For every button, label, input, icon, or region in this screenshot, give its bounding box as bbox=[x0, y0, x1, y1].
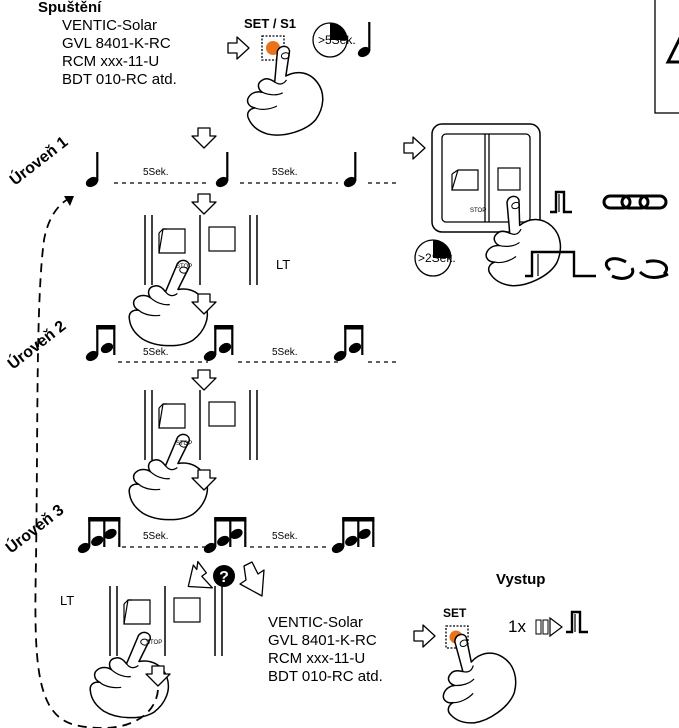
warning-box bbox=[654, 0, 679, 114]
musical-note-icon bbox=[214, 152, 230, 190]
start-title: Spuštění bbox=[38, 0, 102, 16]
timer-pie-icon bbox=[312, 22, 348, 58]
musical-note-icon bbox=[342, 152, 358, 190]
musical-note-icon bbox=[202, 325, 234, 364]
exit-device-list: VENTIC-Solar GVL 8401-K-RC RCM xxx-11-U … bbox=[268, 614, 383, 686]
stop-label: STOP bbox=[176, 264, 193, 270]
right-branch-arrow-icon bbox=[239, 561, 265, 597]
pause-label: 5Sek. bbox=[143, 531, 169, 542]
device-name: VENTIC-Solar bbox=[268, 614, 364, 631]
musical-note-icon bbox=[84, 325, 116, 364]
chain-linked-icon bbox=[602, 194, 668, 210]
left-branch-arrow-icon bbox=[187, 560, 213, 589]
svg-text:?: ? bbox=[219, 569, 229, 586]
device-name: RCM xxx-11-U bbox=[268, 650, 366, 667]
chain-broken-icon bbox=[604, 257, 669, 280]
times-label: 1x bbox=[508, 617, 526, 636]
musical-note-icon bbox=[76, 517, 121, 556]
down-arrow-icon bbox=[191, 127, 217, 149]
device-panel[interactable] bbox=[431, 123, 541, 233]
hold-time-label: >5Sek. bbox=[318, 33, 356, 47]
set-s1-label: SET / S1 bbox=[244, 16, 297, 31]
lt-label: LT bbox=[276, 257, 291, 272]
pulse-icon bbox=[548, 190, 574, 214]
signal-arrow-icon bbox=[535, 616, 563, 638]
device-name: GVL 8401-K-RC bbox=[268, 632, 377, 649]
stop-label: STOP bbox=[176, 441, 193, 447]
device-name: VENTIC-Solar bbox=[62, 17, 158, 34]
device-name: RCM xxx-11-U bbox=[62, 53, 160, 70]
right-arrow-icon bbox=[413, 624, 436, 648]
switch-panel[interactable] bbox=[144, 389, 258, 461]
start-device-list: VENTIC-Solar GVL 8401-K-RC RCM xxx-11-U … bbox=[62, 17, 177, 89]
musical-note-icon bbox=[356, 22, 372, 60]
down-arrow-icon bbox=[191, 369, 217, 391]
return-loop-arrow bbox=[34, 197, 159, 728]
right-arrow-icon bbox=[403, 136, 426, 160]
pause-label: 5Sek. bbox=[143, 167, 169, 178]
device-name: BDT 010-RC atd. bbox=[62, 71, 177, 88]
musical-note-icon bbox=[84, 152, 100, 190]
device-name: GVL 8401-K-RC bbox=[62, 35, 171, 52]
pause-label: 5Sek. bbox=[272, 531, 298, 542]
hand-press-icon bbox=[236, 40, 329, 141]
exit-title: Vystup bbox=[496, 571, 546, 588]
switch-panel[interactable] bbox=[144, 214, 258, 286]
pause-label: 5Sek. bbox=[272, 167, 298, 178]
musical-note-icon bbox=[202, 517, 247, 556]
stop-label: STOP bbox=[146, 640, 163, 646]
musical-note-icon bbox=[330, 517, 375, 556]
device-name: BDT 010-RC atd. bbox=[268, 668, 383, 685]
pause-label: 5Sek. bbox=[143, 347, 169, 358]
lt-label: LT bbox=[60, 593, 75, 608]
down-arrow-icon bbox=[191, 193, 217, 215]
pause-label: 5Sek. bbox=[272, 347, 298, 358]
question-icon: ? bbox=[213, 565, 235, 587]
pulse-icon bbox=[564, 610, 590, 634]
panel-hold-time: >2Sek. bbox=[418, 251, 456, 265]
long-pulse-icon bbox=[525, 250, 596, 278]
musical-note-icon bbox=[332, 325, 364, 364]
switch-panel[interactable] bbox=[109, 585, 223, 657]
right-arrow-icon bbox=[227, 36, 250, 60]
timer-pie-icon bbox=[414, 239, 452, 277]
stop-label: STOP bbox=[470, 208, 487, 214]
exit-set-label: SET bbox=[443, 606, 467, 620]
